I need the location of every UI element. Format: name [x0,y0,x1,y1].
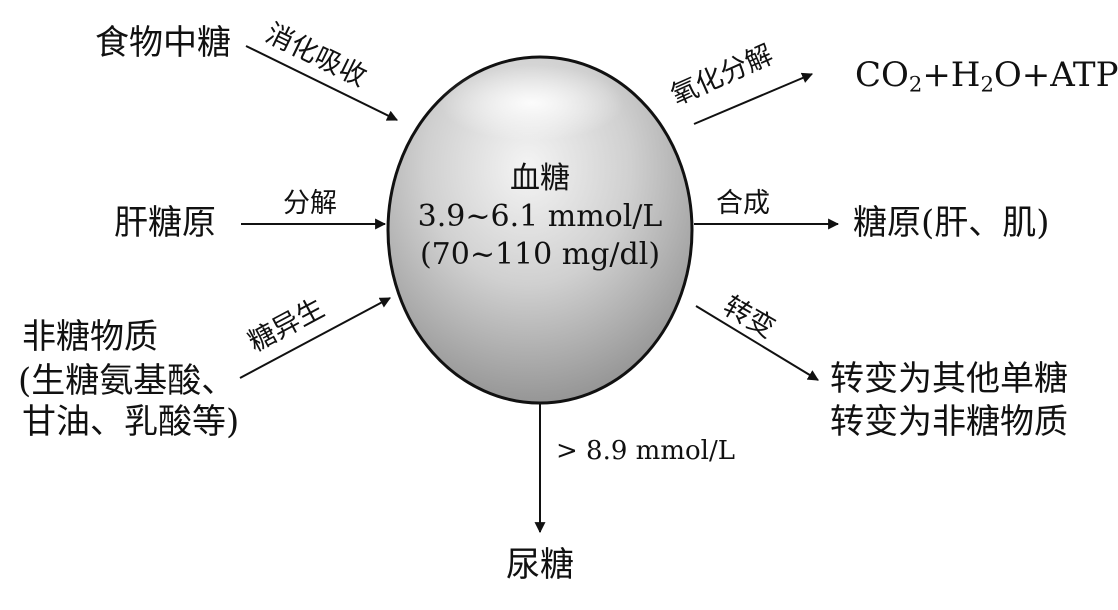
atp-text: O+ATP [993,55,1118,95]
edge-label-threshold: > 8.9 mmol/L [556,436,735,466]
output-convert-line2: 转变为非糖物质 [830,402,1068,442]
glucose-range-mmol: 3.9~6.1 mmol/L [417,199,663,234]
source-non-sugar-line2: (生糖氨基酸、 [18,361,236,401]
arrow-nonsugar-to-glucose [239,297,391,379]
source-non-sugar-line1: 非糖物质 [22,317,158,357]
sphere-highlight [440,65,624,141]
output-co2-h2o-atp: CO2+H2O+ATP [855,55,1118,95]
arrow-glucose-to-conversion [695,305,819,381]
co2-subscript: 2 [908,71,923,97]
co2-text: CO [855,55,909,95]
source-food: 食物中糖 [95,23,231,63]
arrow-glucose-to-atp [693,72,814,125]
source-non-sugar-line3: 甘油、乳酸等) [22,402,240,442]
source-liver-glycogen: 肝糖原 [114,203,216,243]
glucose-title: 血糖 [510,161,570,196]
glucose-range-mg: (70~110 mg/dl) [419,237,661,272]
output-glycogen: 糖原(肝、肌) [853,203,1050,243]
h2o-subscript: 2 [980,71,994,97]
glucose-center-label: 血糖 3.9~6.1 mmol/L (70~110 mg/dl) [380,160,700,274]
h2-text: +H [922,55,981,95]
blood-glucose-node [386,55,694,405]
arrow-food-to-glucose [245,45,398,121]
edge-label-synthesize: 合成 [716,188,770,219]
edge-label-decompose: 分解 [283,188,337,219]
output-convert-line1: 转变为其他单糖 [830,359,1068,399]
output-urine-sugar: 尿糖 [506,545,574,585]
